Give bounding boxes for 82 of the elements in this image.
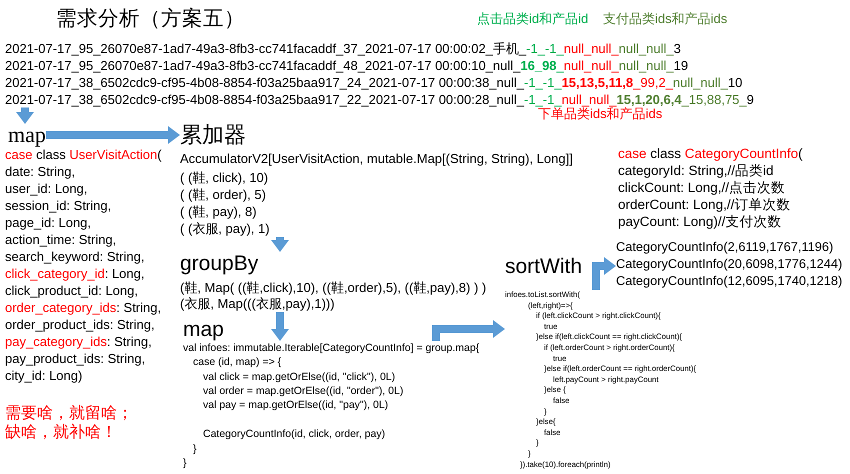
code-text: : Long, (104, 264, 144, 282)
code-line: search_keyword: String, (5, 248, 144, 264)
block-arrow (271, 237, 289, 252)
log-record-text: 10 (728, 74, 742, 90)
code-line: CategoryCountInfo(id, click, order, pay) (203, 427, 386, 442)
highlighted-field-text: 15,1,20,6,4_15,88,75_ (616, 90, 747, 107)
code-line: page_id: Long, (5, 214, 92, 230)
output-line: CategoryCountInfo(2,6119,1767,1196) (616, 238, 834, 254)
highlighted-field-text: null_null_ (564, 56, 619, 74)
highlighted-field-text: -1_-1_ (526, 40, 564, 56)
log-record-text: 2021-07-17_95_26070e87-1ad7-49a3-8fb3-cc741facaddf_37_2021-07-17 00:00:02_手机_ (5, 40, 526, 56)
code-line: } (193, 442, 197, 456)
code-line: categoryId: String,//品类id (618, 162, 774, 178)
output-line: CategoryCountInfo(20,6098,1776,1244) (616, 254, 842, 272)
note-text: 需要啥，就留啥；缺啥，就补啥！ (5, 404, 134, 442)
code-line: session_id: String, (5, 196, 112, 214)
code-text: ( (798, 144, 803, 162)
output-line: CategoryCountInfo(12,6095,1740,1218) (616, 272, 842, 288)
log-record-text: 2021-07-17_38_6502cdc9-cf95-4b08-8854-f03a25baa917_24_2021-07-17 00:00:38_null_ (5, 74, 524, 90)
code-line: case (id, map) => { (193, 355, 282, 370)
highlighted-field-text: null_null_ (562, 90, 617, 107)
code-line: action_time: String, (5, 230, 116, 248)
code-line: AccumulatorV2[UserVisitAction, mutable.Map[(String, String), Long]] (180, 150, 573, 167)
code-line: ( (鞋, order), 5) (180, 186, 266, 203)
log-record-text: 9 (746, 90, 754, 106)
code-line: val order = map.getOrElse((id, "order"), 0L) (203, 384, 404, 398)
highlighted-field-text: 16_98_ (520, 56, 564, 74)
field-annotation: 下单品类ids和产品ids (538, 106, 662, 121)
highlighted-field-text: null_null_ (618, 56, 674, 74)
code-line: ( (衣服, pay), 1) (180, 220, 270, 237)
code-line: click_product_id: Long, (5, 282, 138, 298)
code-line: pay_product_ids: String, (5, 350, 146, 366)
highlighted-code: CategoryCountInfo (684, 144, 798, 162)
code-line: ( (鞋, click), 10) (180, 169, 268, 186)
diagram-title: 需求分析（方案五） (56, 6, 245, 32)
code-text: ( (157, 146, 162, 162)
highlighted-field-text: null_null_ (564, 40, 619, 56)
highlighted-code: order_category_ids (5, 298, 116, 316)
highlighted-field-text: 15,13,5,11,8_99,2_ (562, 74, 673, 90)
highlighted-code: pay_category_ids (5, 332, 107, 350)
block-arrow (592, 257, 616, 290)
code-line: ( (鞋, pay), 8) (180, 203, 257, 220)
field-annotation: 点击品类id和产品id (477, 11, 588, 26)
code-text: : String, (106, 332, 152, 350)
code-text: : String, (116, 298, 162, 316)
code-line: clickCount: Long,//点击次数 (618, 178, 786, 196)
highlighted-field-text: -1_-1_ (524, 90, 562, 107)
code-line: city_id: Long) (5, 366, 82, 384)
code-line: date: String, (5, 162, 76, 180)
highlighted-field-text: null_null_ (618, 40, 674, 56)
code-line: val infoes: immutable.Iterable[CategoryCountInfo] = group.map{ (183, 341, 480, 356)
highlighted-code: case (618, 144, 647, 162)
block-arrow (432, 320, 505, 341)
block-arrow (46, 126, 180, 144)
code-text: class (650, 144, 682, 162)
code-line: val pay = map.getOrElse((id, "pay"), 0L) (203, 398, 388, 412)
code-line: (鞋, Map( ((鞋,click),10), ((鞋,order),5), ((鞋,pay),8) ) ) (180, 280, 486, 296)
block-arrow (16, 108, 34, 124)
step-heading: 累加器 (180, 121, 246, 149)
step-heading: map (183, 319, 224, 341)
code-text: class (36, 146, 66, 162)
log-record-text: 3 (674, 40, 681, 56)
code-line: user_id: Long, (5, 180, 88, 196)
code-line: (衣服, Map(((衣服,pay),1))) (180, 296, 335, 312)
step-heading: sortWith (505, 254, 582, 280)
code-line: } (183, 456, 187, 470)
highlighted-code: UserVisitAction (69, 146, 158, 162)
log-record-text: 2021-07-17_95_26070e87-1ad7-49a3-8fb3-cc741facaddf_48_2021-07-17 00:00:10_null_ (5, 56, 520, 74)
block-arrow (271, 312, 289, 341)
highlighted-code: click_category_id (5, 264, 105, 282)
log-record-text: 2021-07-17_38_6502cdc9-cf95-4b08-8854-f03a25baa917_22_2021-07-17 00:00:28_null_ (5, 90, 524, 108)
highlighted-code: case (5, 146, 32, 162)
code-line: val click = map.getOrElse((id, "click"), 0L) (203, 370, 396, 384)
highlighted-field-text: null_null_ (672, 74, 728, 90)
step-heading: groupBy (180, 252, 258, 276)
code-line: orderCount: Long,//订单次数 (618, 196, 790, 212)
log-record-text: 19 (674, 56, 688, 72)
field-annotation: 支付品类ids和产品ids (603, 11, 728, 26)
step-heading: map (8, 124, 46, 146)
code-line: order_product_ids: String, (5, 316, 155, 332)
highlighted-field-text: -1_-1_ (524, 74, 562, 90)
code-line: payCount: Long)//支付次数 (618, 212, 782, 230)
